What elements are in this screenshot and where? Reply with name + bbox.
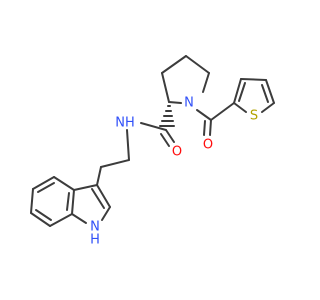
bond-c6-c7-double [35, 209, 52, 221]
bond-c7-c7a [49, 213, 73, 227]
acyl-group [196, 102, 235, 136]
bond-c-o-acyl-a [209, 119, 212, 136]
n-pyrrolidine-label: N [184, 96, 194, 111]
indole-pyrrole-ring [71, 184, 111, 224]
bond-n1-c7a [71, 213, 87, 224]
bond-c5-c6 [30, 188, 34, 214]
bond-c4-c5 [185, 55, 210, 74]
bond-ch2-c3 [96, 166, 102, 186]
ethyl-linker [96, 129, 130, 186]
bond-c3a-c4 [53, 176, 75, 191]
bond-c2-n1 [101, 206, 111, 221]
bond-n-acyl-c [196, 109, 212, 121]
bond-nh-ch2 [126, 129, 130, 161]
bond-s-t2 [233, 102, 247, 113]
bond-c-o-amide-a [165, 129, 175, 143]
bond-t4-t5-double [261, 84, 269, 103]
bond-c2-c3 [161, 72, 170, 103]
bond-c3-c2 [96, 184, 111, 208]
h-indole-label: H [90, 233, 100, 248]
bond-c4-c5-double [37, 182, 55, 193]
bond-n-c2 [168, 101, 182, 104]
n-indole-label: N [90, 220, 100, 235]
bond-t2-t3-double [238, 82, 246, 102]
bond-c3a-c7a [71, 189, 75, 215]
bond-t3-t4 [240, 78, 267, 81]
molecule-structure: N O NH O S N H [30, 55, 275, 248]
bond-c3a-c7a-double [66, 192, 70, 211]
molecule-canvas: N O NH O S N H [30, 55, 275, 248]
nh-amide-label: NH [115, 116, 135, 131]
s-thiophene-label: S [250, 109, 258, 124]
o-amide-label: O [172, 145, 182, 160]
o-acyl-label: O [203, 138, 213, 153]
bond-c3-c3a [73, 184, 98, 191]
stereo-hash-bond [159, 105, 175, 127]
bond-c4-c5 [32, 176, 55, 190]
bond-t2-t3 [233, 78, 242, 104]
pyrrolidine-ring [161, 55, 210, 104]
bond-t4-t5 [265, 79, 275, 104]
bond-acyl-thiophene [210, 102, 235, 121]
thiophene-ring [233, 78, 275, 113]
bond-c-o-acyl-b [203, 120, 206, 136]
bond-c-nh [140, 122, 167, 131]
bond-c3-c2-double [91, 188, 105, 209]
bond-c5-n [202, 72, 210, 93]
indole-benzene-ring [30, 176, 75, 227]
bond-c3-c4 [161, 55, 187, 74]
bond-ch2-ch2 [100, 159, 130, 168]
bond-t5-s [261, 102, 275, 113]
amide-group [140, 122, 175, 147]
bond-c-o-amide-b [160, 133, 170, 147]
bond-c6-c7 [30, 212, 51, 227]
